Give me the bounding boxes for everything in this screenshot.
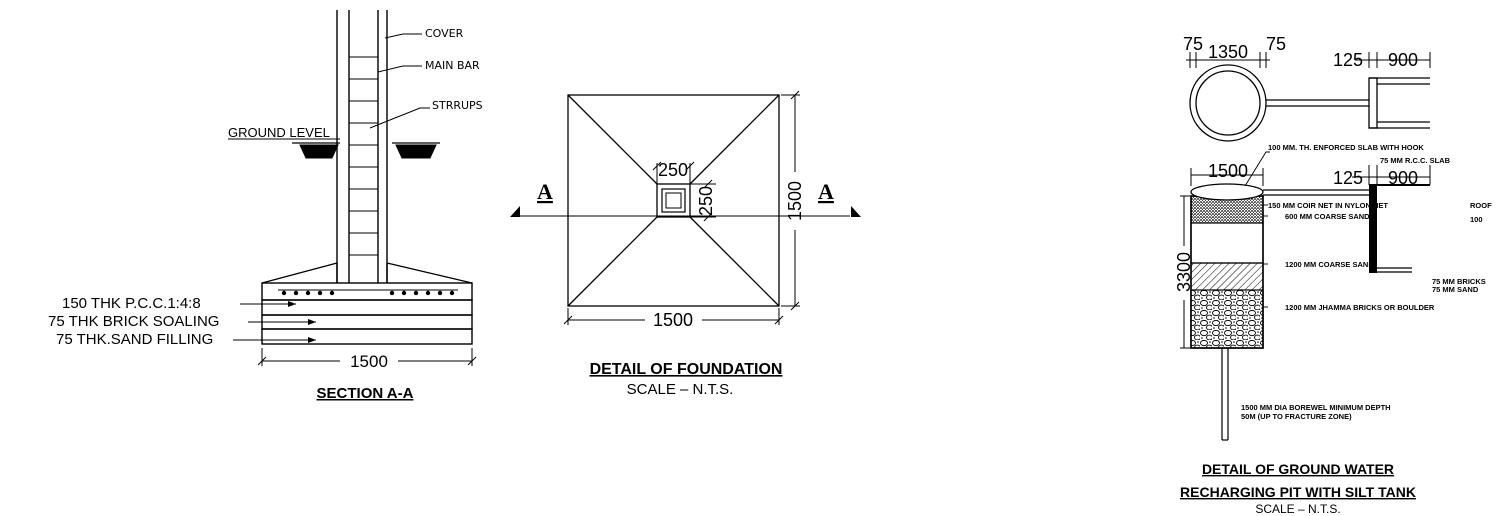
- pit-plan-view: [1189, 64, 1430, 142]
- ground-symbol-left: [292, 142, 340, 159]
- note-bricks: 75 MM BRICKS: [1432, 277, 1486, 286]
- section-gap-dim: 125: [1333, 168, 1363, 188]
- section-dims: [1180, 165, 1431, 349]
- pit-scale: SCALE – N.T.S.: [1255, 502, 1340, 516]
- pit-title-line1: DETAIL OF GROUND WATER: [1202, 461, 1394, 477]
- plan-wall-right-dim: 75: [1266, 34, 1286, 54]
- section-marker-right: A: [818, 179, 834, 204]
- main-bar-label: MAIN BAR: [425, 59, 480, 72]
- section-leaders: [228, 33, 430, 140]
- section-width-dim: [257, 348, 477, 366]
- stirrups: [349, 56, 378, 256]
- note-rcc-slab: 75 MM R.C.C. SLAB: [1380, 156, 1451, 165]
- foundation-plan: A A 250 250: [510, 90, 861, 398]
- pit-title-line2: RECHARGING PIT WITH SILT TANK: [1180, 484, 1416, 500]
- foundation-title: DETAIL OF FOUNDATION: [590, 361, 783, 378]
- footing-plan-outline: [567, 94, 780, 307]
- layer-leaders: [233, 301, 316, 343]
- column: [336, 10, 388, 283]
- plan-depth-dim: [781, 90, 800, 311]
- note-roof-value: 100: [1470, 215, 1483, 224]
- note-borewell-2: 50M (UP TO FRACTURE ZONE): [1241, 412, 1352, 421]
- section-width-value: 1500: [350, 352, 388, 371]
- plan-diameter-dim: 1350: [1208, 42, 1248, 62]
- cover-label: COVER: [425, 27, 464, 40]
- pcc-layer-label: 150 THK P.C.C.1:4:8: [62, 295, 201, 312]
- plan-dims: [1186, 52, 1431, 68]
- footing-rebar: [278, 289, 458, 296]
- section-arrow-right: [851, 206, 861, 217]
- note-roof: ROOF: [1470, 201, 1492, 210]
- section-marker-left: A: [537, 179, 553, 204]
- plan-width-value: 1500: [653, 310, 693, 330]
- column-in-plan: [656, 183, 691, 218]
- note-coir-net: 150 MM COIR NET IN NYLON NET: [1268, 201, 1388, 210]
- recharge-pit-detail: 75 1350 75 125 900: [1174, 34, 1492, 516]
- foundation-scale: SCALE – N.T.S.: [627, 381, 734, 398]
- section-tank-width-dim: 900: [1388, 168, 1418, 188]
- note-borewell-1: 1500 MM DIA BOREWEL MINIMUM DEPTH: [1241, 403, 1391, 412]
- plan-wall-left-dim: 75: [1183, 34, 1203, 54]
- column-depth-dim: 250: [696, 186, 716, 216]
- note-coarse-sand-1200: 1200 MM COARSE SAND: [1285, 260, 1374, 269]
- note-coarse-sand-600: 600 MM COARSE SAND: [1285, 212, 1370, 221]
- pit-depth-dim: 3300: [1174, 252, 1194, 292]
- plan-depth-value: 1500: [785, 181, 805, 221]
- note-slab-hook: 100 MM. TH. ENFORCED SLAB WITH HOOK: [1268, 143, 1424, 152]
- ground-level-label: GROUND LEVEL: [228, 125, 330, 140]
- column-dims: [652, 161, 716, 222]
- section-aa: COVER MAIN BAR STRRUPS GROUND LEVEL 150 …: [48, 10, 483, 402]
- plan-tank-width-dim: 900: [1388, 50, 1418, 70]
- pit-section-view: [1190, 183, 1430, 441]
- section-arrow-left: [510, 206, 520, 217]
- brick-soaling-label: 75 THK BRICK SOALING: [48, 313, 219, 330]
- plan-width-dim: [563, 308, 784, 325]
- plan-gap-dim: 125: [1333, 50, 1363, 70]
- ground-symbol-right: [392, 142, 440, 159]
- stirrups-label: STRRUPS: [432, 99, 483, 112]
- note-leaders: [1244, 151, 1270, 308]
- pit-width-dim: 1500: [1208, 161, 1248, 181]
- column-width-dim: 250: [658, 160, 688, 180]
- note-sand: 75 MM SAND: [1432, 285, 1479, 294]
- note-jhamma: 1200 MM JHAMMA BRICKS OR BOULDER: [1285, 303, 1435, 312]
- section-title: SECTION A-A: [317, 385, 414, 402]
- sand-filling-label: 75 THK.SAND FILLING: [56, 331, 213, 348]
